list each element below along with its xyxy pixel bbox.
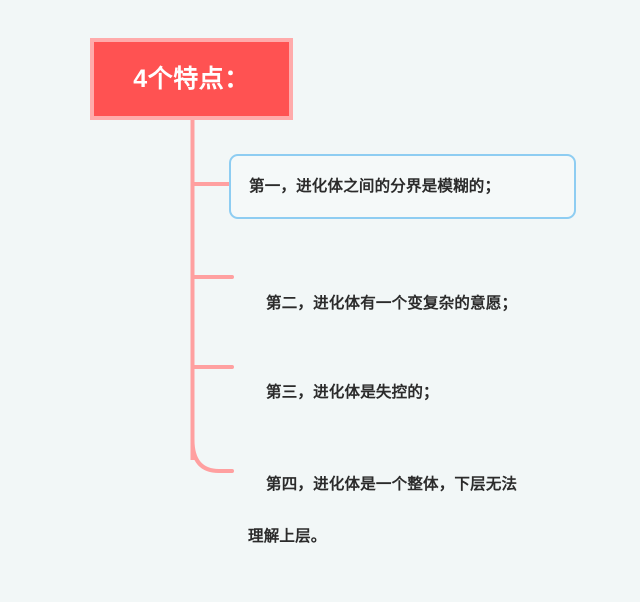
mindmap-node-4-label-line1: 第四，进化体是一个整体，下层无法 (266, 476, 518, 493)
root-node-label: 4个特点： (133, 64, 250, 93)
mindmap-node-4[interactable]: 第四，进化体是一个整体，下层无法 理解上层。 (248, 446, 578, 602)
root-node[interactable]: 4个特点： (90, 38, 293, 120)
mindmap-node-4-label-line2: 理解上层。 (248, 528, 327, 545)
connector-branch-4 (190, 438, 234, 473)
mindmap-node-1-label: 第一，进化体之间的分界是模糊的； (249, 177, 501, 195)
mindmap-node-1[interactable]: 第一，进化体之间的分界是模糊的； (229, 154, 576, 219)
mindmap-node-2-label: 第二，进化体有一个变复杂的意愿； (266, 295, 518, 312)
mindmap-node-2[interactable]: 第二，进化体有一个变复杂的意愿； (248, 265, 517, 343)
mindmap-node-3-label: 第三，进化体是失控的； (266, 384, 439, 401)
mindmap-canvas: 4个特点： 第一，进化体之间的分界是模糊的； 第二，进化体有一个变复杂的意愿； … (90, 38, 576, 545)
mindmap-node-3[interactable]: 第三，进化体是失控的； (248, 354, 439, 432)
